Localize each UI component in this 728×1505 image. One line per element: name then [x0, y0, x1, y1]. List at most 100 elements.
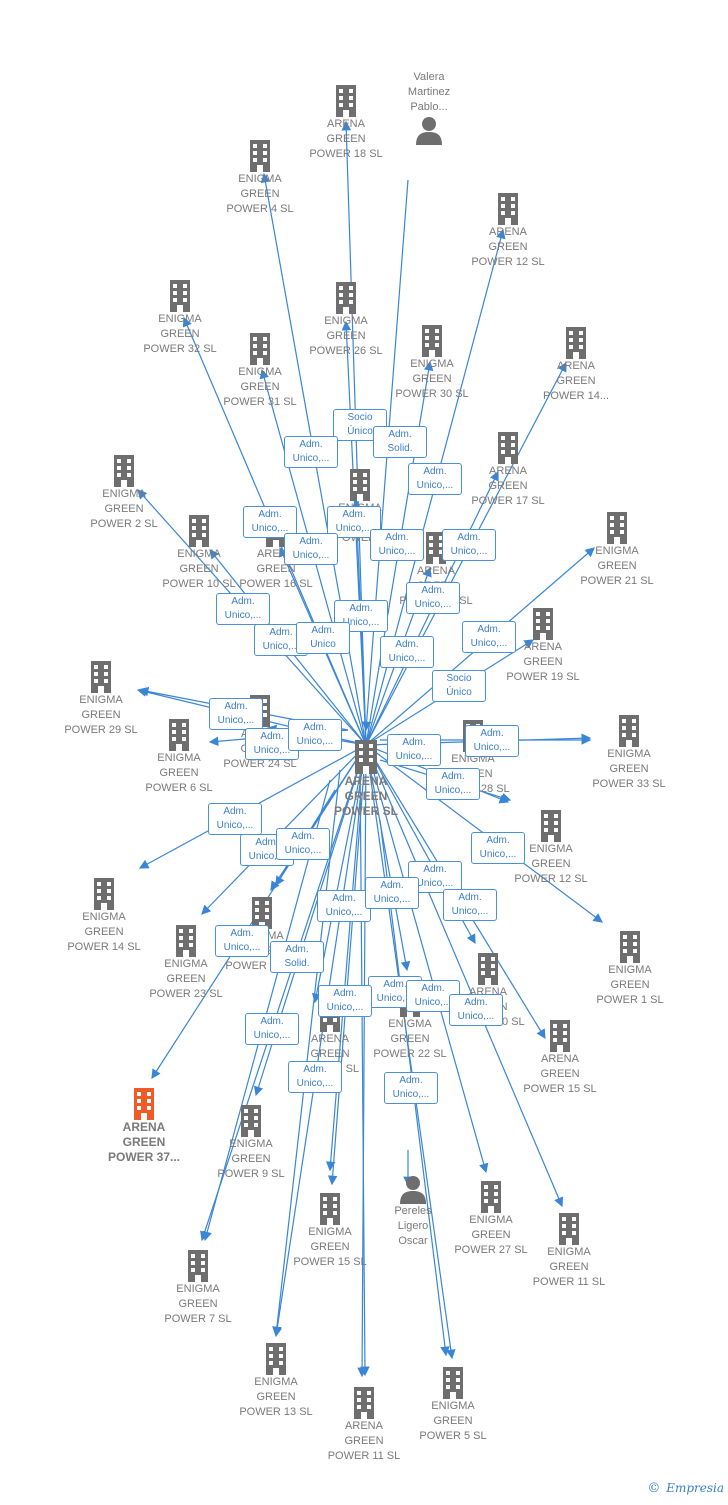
person-node[interactable]: Valera Martinez Pablo... — [374, 70, 484, 145]
company-node[interactable]: ARENA GREEN POWER 15 SL — [505, 1018, 615, 1097]
company-node[interactable]: ENIGMA GREEN POWER 30 SL — [377, 323, 487, 402]
company-node[interactable]: ENIGMA GREEN POWER 2 SL — [69, 453, 179, 532]
relationship-label[interactable]: Adm. Unico,... — [406, 980, 460, 1012]
relationship-label[interactable]: Adm. Unico,... — [288, 719, 342, 751]
node-label: ENIGMA GREEN POWER 13 SL — [239, 1376, 313, 1418]
relationship-label[interactable]: Adm. Unico,... — [284, 436, 338, 468]
relationship-label[interactable]: Adm. Unico,... — [370, 529, 424, 561]
node-label: ENIGMA GREEN POWER 27 SL — [454, 1214, 528, 1256]
company-node[interactable]: ENIGMA GREEN POWER 6 SL — [124, 717, 234, 796]
company-node[interactable]: ENIGMA GREEN POWER 32 SL — [125, 278, 235, 357]
relationship-label[interactable]: Adm. Unico,... — [443, 889, 497, 921]
building-icon — [91, 661, 111, 693]
building-icon — [355, 740, 377, 774]
relationship-label[interactable]: Adm. Unico,... — [284, 533, 338, 565]
company-node[interactable]: ARENA GREEN POWER 12 SL — [453, 191, 563, 270]
company-node[interactable]: ENIGMA GREEN POWER 23 SL — [131, 923, 241, 1002]
building-icon — [354, 1387, 374, 1419]
company-node[interactable]: ENIGMA GREEN POWER 27 SL — [436, 1179, 546, 1258]
node-label: ENIGMA GREEN POWER 2 SL — [90, 488, 158, 530]
building-icon — [350, 469, 370, 501]
building-icon — [426, 532, 446, 564]
node-label: ENIGMA GREEN POWER 12 SL — [514, 843, 588, 885]
relationship-label[interactable]: Adm. Unico,... — [426, 768, 480, 800]
company-node[interactable]: ENIGMA GREEN POWER 11 SL — [514, 1211, 624, 1290]
building-icon — [266, 1343, 286, 1375]
company-node[interactable]: ENIGMA GREEN POWER 4 SL — [205, 138, 315, 217]
company-node[interactable]: ENIGMA GREEN POWER 14 SL — [49, 876, 159, 955]
building-icon — [566, 327, 586, 359]
node-label: ENIGMA GREEN POWER 10 SL — [162, 548, 236, 590]
company-node[interactable]: ARENA GREEN POWER 19 SL — [488, 606, 598, 685]
relationship-label[interactable]: Adm. Unico,... — [449, 994, 503, 1026]
company-node[interactable]: ENIGMA GREEN POWER 13 SL — [221, 1341, 331, 1420]
node-label: ENIGMA GREEN POWER 30 SL — [395, 358, 469, 400]
company-node[interactable]: ENIGMA GREEN POWER 15 SL — [275, 1191, 385, 1270]
company-node[interactable]: ENIGMA GREEN POWER 21 SL — [562, 510, 672, 589]
node-label: ARENA GREEN POWER 12 SL — [471, 226, 545, 268]
company-node[interactable]: ARENA GREEN POWER 37... — [89, 1086, 199, 1165]
relationship-label[interactable]: Adm. Unico,... — [288, 1061, 342, 1093]
company-node[interactable]: ENIGMA GREEN POWER 33 SL — [574, 713, 684, 792]
relationship-label[interactable]: Adm. Unico,... — [406, 582, 460, 614]
company-node[interactable]: ENIGMA GREEN POWER 26 SL — [291, 280, 401, 359]
relationship-label[interactable]: Adm. Unico,... — [380, 636, 434, 668]
relationship-label[interactable]: Adm. Unico,... — [365, 877, 419, 909]
company-node[interactable]: ENIGMA GREEN POWER 5 SL — [398, 1365, 508, 1444]
relationship-label[interactable]: Adm. Solid. — [270, 941, 324, 973]
relationship-label[interactable]: Adm. Unico,... — [208, 803, 262, 835]
relationship-label[interactable]: Adm. Unico,... — [384, 1072, 438, 1104]
company-node[interactable]: ARENA GREEN POWER 11 SL — [309, 1385, 419, 1464]
building-icon — [336, 85, 356, 117]
relationship-label[interactable]: Adm. Unico,... — [209, 698, 263, 730]
relationship-label[interactable]: Adm. Unico,... — [442, 529, 496, 561]
company-node[interactable]: ARENA GREEN POWER 17 SL — [453, 430, 563, 509]
company-node[interactable]: ENIGMA GREEN POWER 1 SL — [575, 929, 685, 1008]
edge-line — [272, 769, 341, 1337]
node-label: ENIGMA GREEN POWER 14 SL — [67, 911, 141, 953]
relationship-label[interactable]: Adm. Unico,... — [462, 621, 516, 653]
company-node[interactable]: ENIGMA GREEN POWER 12 SL — [496, 808, 606, 887]
relationship-label[interactable]: Adm. Unico,... — [408, 463, 462, 495]
relationship-label[interactable]: Adm. Unico,... — [387, 734, 441, 766]
building-icon — [541, 810, 561, 842]
edge-line — [357, 744, 367, 1378]
node-label: ENIGMA GREEN POWER 29 SL — [64, 694, 138, 736]
relationship-label[interactable]: Adm. Unico,... — [317, 890, 371, 922]
company-node[interactable]: ENIGMA GREEN POWER 9 SL — [196, 1103, 306, 1182]
building-icon — [189, 515, 209, 547]
center-company-node[interactable]: ARENA GREEN POWER SL — [311, 738, 421, 819]
relationship-label[interactable]: Adm. Unico,... — [216, 593, 270, 625]
relationship-label[interactable]: Socio Único — [333, 409, 387, 441]
relationship-label[interactable]: Adm. Unico,... — [215, 925, 269, 957]
company-node[interactable]: ENIGMA GREEN POWER 10 SL — [144, 513, 254, 592]
company-node[interactable]: ENIGMA GREEN POWER 31 SL — [205, 331, 315, 410]
building-icon — [478, 953, 498, 985]
building-icon — [250, 140, 270, 172]
building-icon — [252, 897, 272, 929]
relationship-label[interactable]: Socio Único — [432, 670, 486, 702]
company-node[interactable]: ENIGMA GREEN POWER 29 SL — [46, 659, 156, 738]
building-icon — [443, 1367, 463, 1399]
relationship-label[interactable]: Adm. Unico,... — [243, 506, 297, 538]
building-icon — [533, 608, 553, 640]
relationship-label[interactable]: Adm. Unico — [296, 622, 350, 654]
footer-brand[interactable]: © Empresia — [647, 1481, 724, 1496]
edge-line — [365, 744, 411, 972]
relationship-label[interactable]: Adm. Unico,... — [276, 828, 330, 860]
center-company-label: ARENA GREEN POWER SL — [333, 774, 398, 818]
relationship-label[interactable]: Adm. Unico,... — [471, 832, 525, 864]
relationship-label[interactable]: Adm. Unico,... — [245, 1013, 299, 1045]
company-node[interactable]: ENIGMA GREEN POWER 7 SL — [143, 1248, 253, 1327]
relationship-label[interactable]: Adm. Solid. — [373, 426, 427, 458]
node-label: ARENA GREEN POWER 17 SL — [471, 465, 545, 507]
company-node[interactable]: ARENA GREEN POWER 14... — [521, 325, 631, 404]
edge-line — [200, 744, 367, 1242]
company-node[interactable]: ARENA GREEN POWER 18 SL — [291, 83, 401, 162]
relationship-label[interactable]: Adm. Unico,... — [334, 600, 388, 632]
copyright-icon: © — [647, 1481, 661, 1496]
person-icon — [400, 1176, 426, 1204]
person-node[interactable]: Pereles Ligero Oscar — [358, 1174, 468, 1249]
relationship-label[interactable]: Adm. Unico,... — [465, 725, 519, 757]
relationship-label[interactable]: Adm. Unico,... — [318, 985, 372, 1017]
